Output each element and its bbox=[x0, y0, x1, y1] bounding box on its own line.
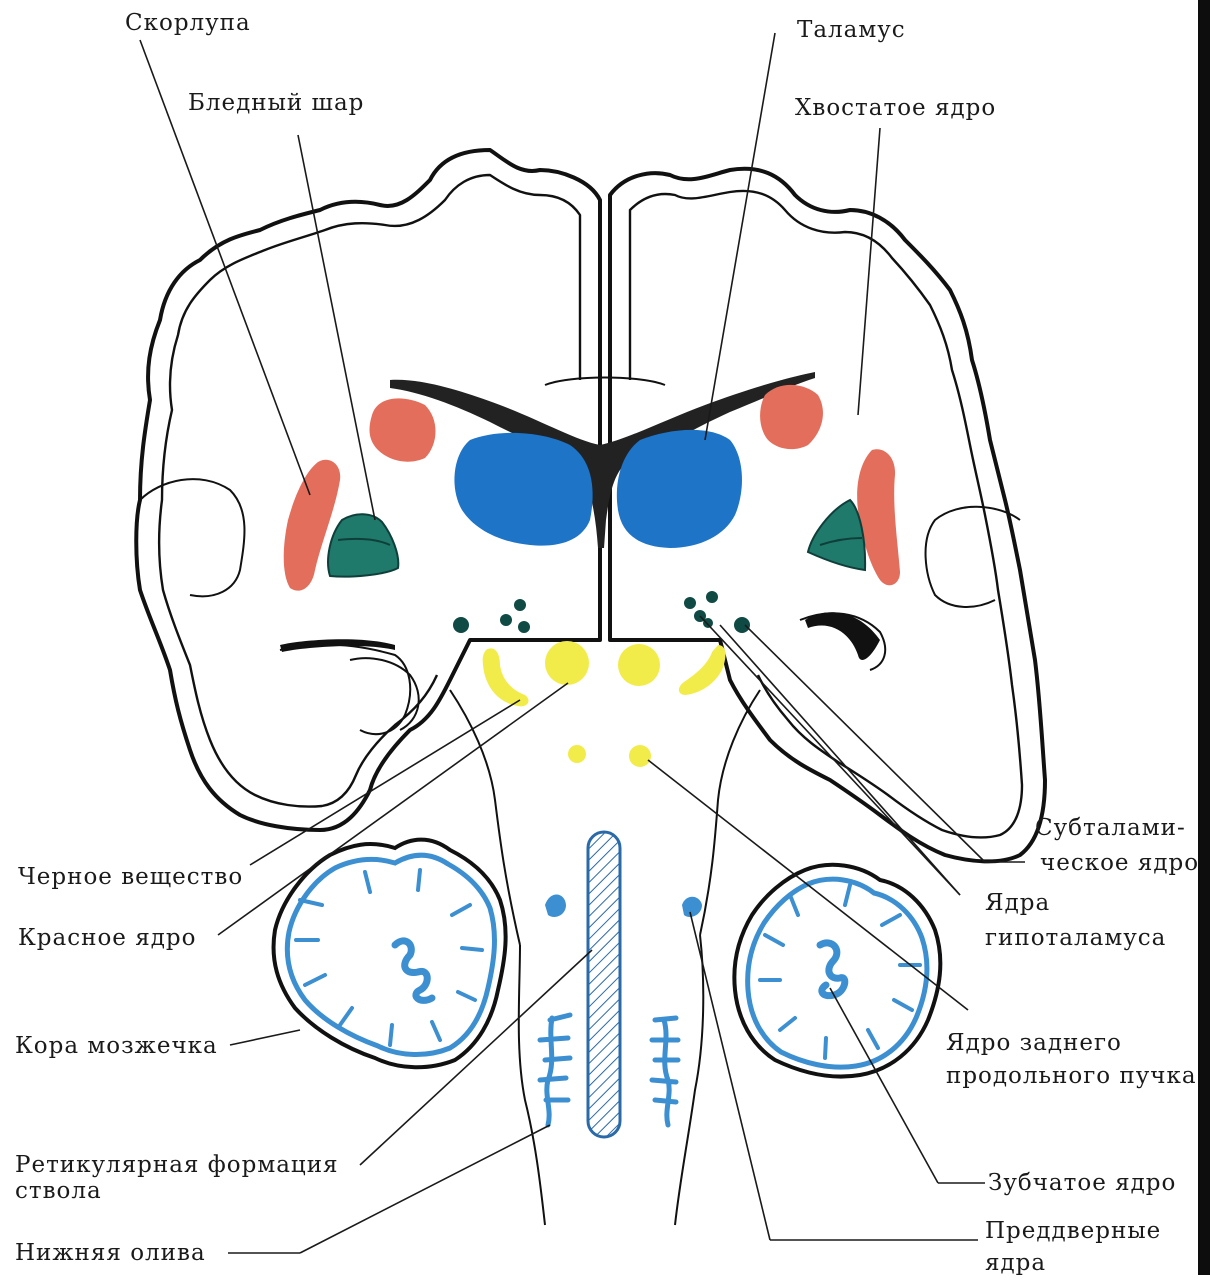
label-globus-pallidus: Бледный шар bbox=[188, 90, 364, 116]
right-substantia-nigra bbox=[679, 645, 726, 695]
label-reticular-1: Ретикулярная формация bbox=[15, 1152, 339, 1178]
label-subthalamic-1: Субталами- bbox=[1035, 815, 1186, 841]
left-vestibular-nucleus bbox=[545, 894, 566, 916]
label-hypothalamus-2: гипоталамуса bbox=[985, 925, 1166, 951]
left-mlf-nucleus bbox=[568, 745, 586, 763]
brainstem-left-edge bbox=[519, 945, 545, 1225]
right-red-nucleus bbox=[618, 644, 660, 686]
label-subthalamic-2: ческое ядро bbox=[1040, 850, 1199, 876]
label-vestibular-1: Преддверные bbox=[985, 1218, 1161, 1244]
label-hypothalamus-1: Ядра bbox=[985, 890, 1050, 916]
label-cerebellar-cortex: Кора мозжечка bbox=[15, 1033, 218, 1059]
scan-edge-bar bbox=[1198, 0, 1210, 1275]
label-reticular-2: ствола bbox=[15, 1178, 102, 1204]
left-red-nucleus bbox=[545, 641, 589, 685]
brainstem-right-edge bbox=[675, 935, 703, 1225]
brainstem-upper-right bbox=[700, 690, 760, 935]
label-vestibular-2: ядра bbox=[985, 1250, 1046, 1275]
left-inferior-olive bbox=[540, 1015, 570, 1125]
label-caudate: Хвостатое ядро bbox=[795, 95, 996, 121]
left-substantia-nigra bbox=[483, 648, 529, 706]
label-thalamus: Таламус bbox=[797, 17, 906, 43]
label-mlf-2: продольного пучка bbox=[946, 1063, 1197, 1089]
right-vestibular-nucleus bbox=[682, 897, 702, 917]
label-inferior-olive: Нижняя олива bbox=[15, 1240, 206, 1266]
label-mlf-1: Ядро заднего bbox=[946, 1030, 1122, 1056]
right-inferior-olive bbox=[652, 1018, 678, 1125]
label-putamen: Скорлупа bbox=[125, 10, 251, 36]
right-mlf-nucleus bbox=[629, 745, 651, 767]
label-dentate: Зубчатое ядро bbox=[988, 1170, 1176, 1196]
right-cerebellum bbox=[734, 865, 940, 1077]
midline-raphe bbox=[588, 832, 620, 1137]
label-substantia-nigra: Черное вещество bbox=[18, 864, 243, 890]
label-red-nucleus: Красное ядро bbox=[18, 925, 196, 951]
